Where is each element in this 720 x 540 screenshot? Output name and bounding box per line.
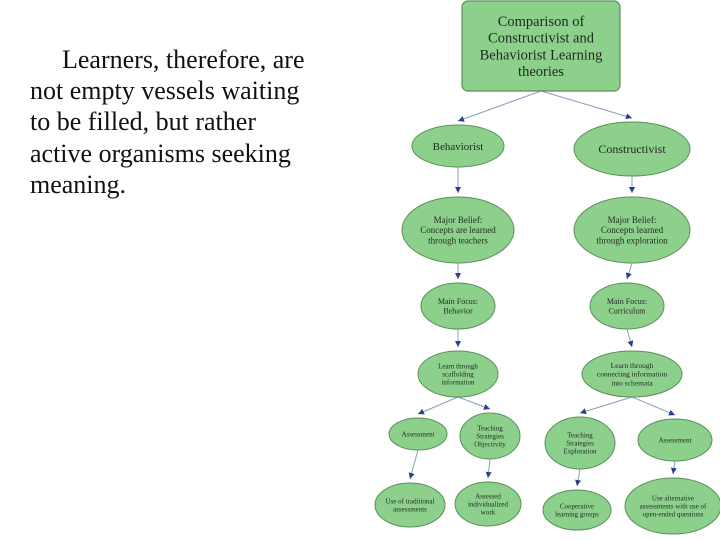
quote-line-2: not empty vessels waiting <box>30 76 300 106</box>
arrowhead-b_belief <box>455 187 461 193</box>
node-shape <box>637 418 713 462</box>
arrowhead-c_alternative <box>670 467 677 474</box>
node-shape <box>401 196 515 264</box>
arrowhead-b_focus <box>455 273 461 279</box>
node-shape <box>589 282 665 330</box>
arrowhead-c_belief <box>629 187 635 193</box>
node-b-focus: Main Focus:Behavior <box>420 282 496 330</box>
quote-line-5: meaning. <box>30 169 127 199</box>
node-shape <box>420 282 496 330</box>
node-label: Main Focus:Curriculum <box>607 297 647 315</box>
arrowhead-b_individual <box>485 471 492 478</box>
node-shape <box>454 481 522 527</box>
node-label: Assessment <box>401 430 434 438</box>
node-c-assessment: Assessment <box>637 418 713 462</box>
concept-map-edges <box>408 90 677 487</box>
connector-c_learn-to-c_teaching <box>579 396 633 414</box>
quote-line-1: Learners, therefore, are <box>62 45 305 74</box>
arrowhead-c_cooperative <box>575 479 581 486</box>
connector-title-to-constructivist <box>540 90 633 119</box>
arrowhead-c_teaching <box>580 408 587 415</box>
node-label: Assessment <box>658 436 691 444</box>
node-shape <box>374 482 446 528</box>
node-shape <box>461 0 621 92</box>
node-shape <box>388 417 448 451</box>
arrowhead-b_traditional <box>408 472 415 479</box>
node-b-assessment: Assessment <box>388 417 448 451</box>
node-shape <box>411 124 505 168</box>
arrowhead-c_learn <box>627 340 634 347</box>
node-shape <box>573 196 691 264</box>
connector-b_learn-to-b_assessment <box>417 396 459 415</box>
node-shape <box>417 350 499 398</box>
quote-line-4: active organisms seeking <box>30 138 291 168</box>
arrowhead-constructivist <box>625 113 632 120</box>
quote-text: Learners, therefore, are not empty vesse… <box>30 44 375 200</box>
connector-c_learn-to-c_assessment <box>631 396 676 416</box>
node-shape <box>542 489 612 531</box>
node-label: Main Focus:Behavior <box>438 297 478 315</box>
arrowhead-b_assessment <box>418 408 425 415</box>
arrowhead-behaviorist <box>458 116 465 122</box>
quote-line-3: to be filled, but rather <box>30 107 256 137</box>
arrowhead-c_focus <box>625 272 632 279</box>
arrowhead-c_assessment <box>668 409 675 416</box>
node-behaviorist: Behaviorist <box>411 124 505 168</box>
arrowhead-b_learn <box>455 341 461 347</box>
node-shape <box>624 477 720 535</box>
arrowhead-b_teaching <box>483 404 490 410</box>
connector-title-to-behaviorist <box>457 90 542 122</box>
node-shape <box>459 412 521 460</box>
node-label: Constructivist <box>598 142 666 156</box>
node-shape <box>544 416 616 470</box>
node-constructivist: Constructivist <box>573 121 691 177</box>
node-shape <box>581 350 683 398</box>
node-label: Behaviorist <box>433 141 484 153</box>
node-shape <box>573 121 691 177</box>
node-c-focus: Main Focus:Curriculum <box>589 282 665 330</box>
